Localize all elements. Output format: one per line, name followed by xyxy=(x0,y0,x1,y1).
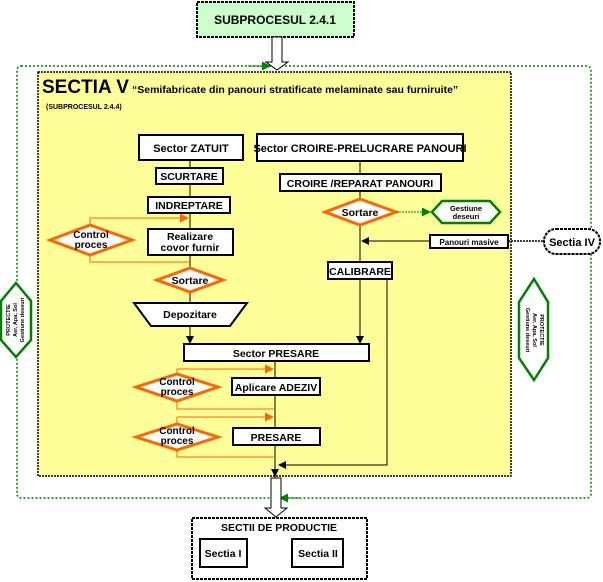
aplicare-adeziv-label: Aplicare ADEZIV xyxy=(235,382,317,394)
control-proces-diamond-2[interactable] xyxy=(131,422,223,452)
sectii-productie-title: SECTII DE PRODUCTIE xyxy=(221,522,337,534)
subprocess-top-label: SUBPROCESUL 2.4.1 xyxy=(214,13,336,27)
panel-code: (SUBPROCESUL 2.4.4) xyxy=(46,104,122,111)
sectia-ii-label: Sectia II xyxy=(298,548,338,560)
presare-label: PRESARE xyxy=(251,432,302,444)
sector-croire-box[interactable] xyxy=(256,133,464,162)
control1-line1: Control xyxy=(159,377,195,388)
control-proces-diamond-left[interactable] xyxy=(45,223,137,257)
calibrare-bypass-line xyxy=(278,279,388,469)
aplicare-adeziv-box[interactable] xyxy=(231,377,321,396)
sector-presare-label: Sector PRESARE xyxy=(233,348,319,360)
control-proces-diamond-1[interactable] xyxy=(131,372,223,403)
gestiune-line2: deseuri xyxy=(453,212,480,221)
panouri-masive-label: Panouri masive xyxy=(439,238,499,247)
scurtare-label: SCURTARE xyxy=(160,171,218,183)
presare-box[interactable] xyxy=(232,427,321,446)
svg-text:PROTECTIE: PROTECTIE xyxy=(6,304,12,336)
panel-title: SECTIA V xyxy=(42,77,129,98)
sortare-right-label: Sortare xyxy=(342,207,379,219)
control2-line2: proces xyxy=(161,436,194,447)
croire-reparat-label: CROIRE /REPARAT PANOURI xyxy=(287,178,434,190)
indreptare-label: INDREPTARE xyxy=(155,200,222,212)
realizare-line1: Realizare xyxy=(167,231,213,243)
sortare-left-label: Sortare xyxy=(172,275,209,287)
gestiune-deseuri-hexagon[interactable] xyxy=(430,199,502,225)
svg-text:Gestiune deseuri: Gestiune deseuri xyxy=(524,308,530,353)
calibrare-label: CALIBRARE xyxy=(329,266,391,278)
protection-left-text: PROTECTIE Aer, Apa, Sol Gestiune deseuri xyxy=(6,297,26,342)
sector-croire-label: Sector CROIRE-PRELUCRARE PANOURI xyxy=(253,143,466,155)
depozitare-label: Depozitare xyxy=(163,309,217,321)
control2-line1: Control xyxy=(159,426,195,437)
sectia-ii-box[interactable] xyxy=(291,538,344,568)
sectia-iv-label: Sectia IV xyxy=(549,237,596,249)
control-loop-2-in xyxy=(176,449,275,458)
sectia-i-label: Sectia I xyxy=(205,548,242,560)
svg-text:Aer, Apa, Sol: Aer, Apa, Sol xyxy=(531,313,537,347)
sectia-iv-terminal[interactable] xyxy=(543,228,601,255)
svg-text:PROTECTIE: PROTECTIE xyxy=(538,314,544,346)
control1-line2: proces xyxy=(161,387,194,398)
protection-hexagon-right[interactable] xyxy=(517,276,550,383)
control-left-line2: proces xyxy=(75,240,108,251)
protection-boundary xyxy=(16,65,592,499)
croire-reparat-box[interactable] xyxy=(279,173,442,192)
scurtare-box[interactable] xyxy=(155,167,224,185)
sortare-diamond-left[interactable] xyxy=(152,266,228,294)
svg-text:Aer, Apa, Sol: Aer, Apa, Sol xyxy=(13,303,19,337)
indreptare-box[interactable] xyxy=(147,196,231,214)
depozitare-trapezoid[interactable] xyxy=(132,302,249,327)
svg-text:Gestiune deseuri: Gestiune deseuri xyxy=(20,297,26,342)
control-loop-2-out xyxy=(176,412,274,425)
sector-presare-box[interactable] xyxy=(183,343,370,362)
hollow-arrow-top xyxy=(264,36,290,71)
hollow-arrow-bottom xyxy=(263,477,289,518)
realizare-covor-box[interactable] xyxy=(147,228,234,256)
gestiune-line1: Gestiune xyxy=(450,204,482,213)
protection-right-text: PROTECTIE Aer, Apa, Sol Gestiune deseuri xyxy=(524,308,544,353)
control-left-line1: Control xyxy=(73,230,109,241)
sectia-i-box[interactable] xyxy=(199,538,248,568)
panel-subtitle: “Semifabricate din panouri stratificate … xyxy=(132,84,458,96)
control-loop-1-in xyxy=(176,400,275,410)
subprocess-top-box[interactable] xyxy=(196,1,355,38)
protection-hexagon-left[interactable] xyxy=(0,281,33,359)
realizare-line2: covor furnir xyxy=(161,242,220,254)
sector-zatuit-label: Sector ZATUIT xyxy=(153,143,229,155)
sector-zatuit-box[interactable] xyxy=(138,134,244,161)
